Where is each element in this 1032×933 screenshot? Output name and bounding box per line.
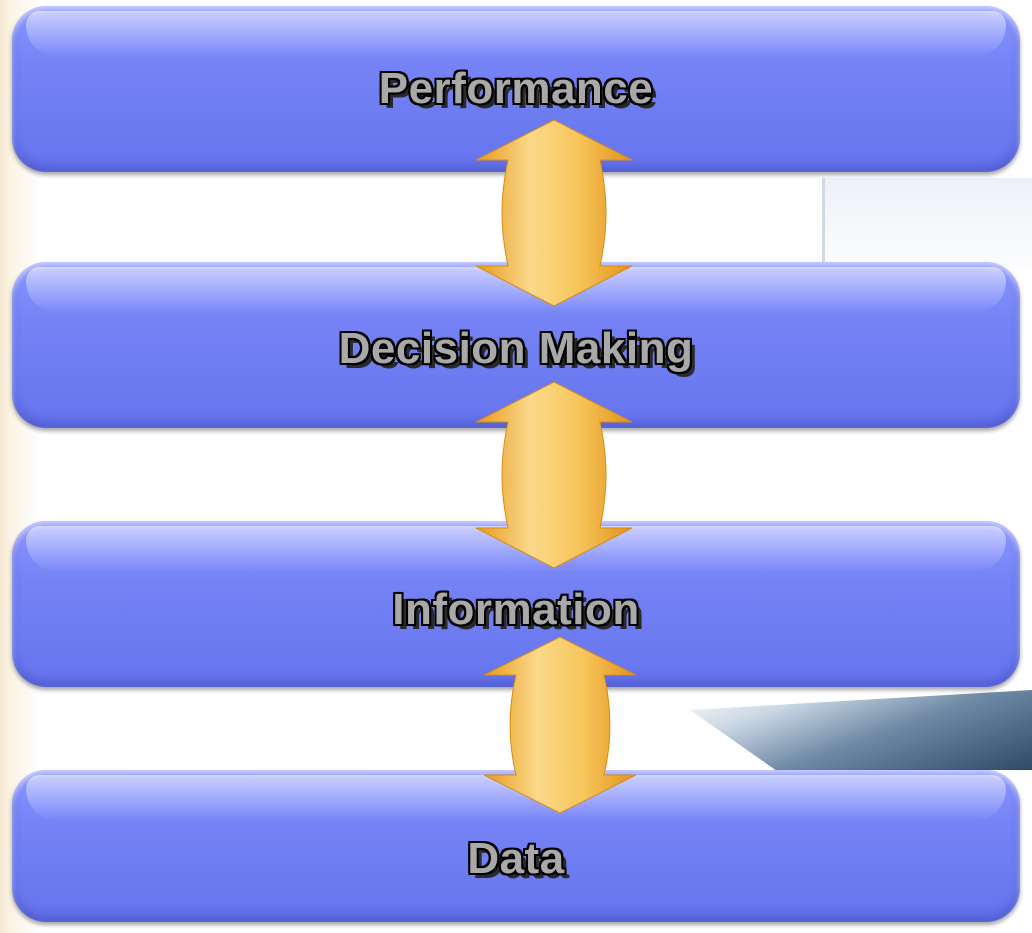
layer-label-decision-making: Decision Making — [338, 324, 694, 373]
layer-data: Data — [12, 770, 1020, 922]
layer-label-data: Data — [467, 834, 565, 883]
layer-label-performance: Performance — [378, 64, 654, 113]
layer-information: Information — [12, 521, 1020, 687]
background-window — [822, 178, 1032, 268]
layer-decision-making: Decision Making — [12, 262, 1020, 428]
double-arrow-icon — [475, 381, 633, 569]
double-arrow-icon — [475, 119, 633, 307]
layer-label-information: Information — [392, 585, 640, 634]
double-arrow-icon — [483, 636, 637, 814]
background-floor — [690, 690, 1032, 770]
